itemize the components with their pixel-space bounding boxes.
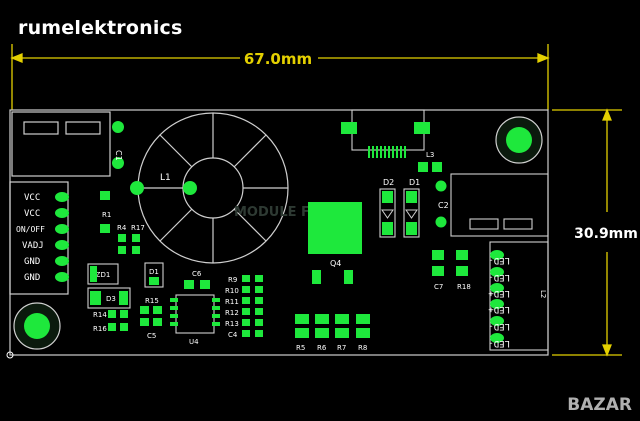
diode-d2 [379, 188, 396, 238]
label-c2: C2 [438, 201, 449, 210]
watermark-logo: BAZAR [567, 395, 632, 415]
mosfet-q4 [308, 202, 362, 284]
pad-d3 [90, 291, 101, 305]
right-pin-label: LED- [488, 321, 510, 331]
diode-d1-right [403, 188, 420, 238]
height-dimension [552, 108, 622, 357]
right-pin-label: LED- [488, 272, 510, 282]
l1-pad [183, 181, 197, 195]
right-pin-header [489, 241, 549, 351]
left-pin-label: VCC [24, 193, 40, 203]
d1-left-outline [144, 262, 164, 288]
label-r8: R8 [358, 344, 367, 352]
left-pin-header [9, 181, 69, 295]
label-r9: R9 [228, 276, 237, 284]
label-c1: C1 [114, 150, 123, 161]
label-r10: R10 [225, 287, 239, 295]
label-r17: R17 [131, 224, 145, 232]
label-r13: R13 [225, 320, 239, 328]
pad-r16 [120, 323, 128, 331]
pad-r17 [132, 234, 140, 242]
pad-c6 [184, 280, 194, 289]
pad-d3 [119, 291, 128, 305]
label-c6: C6 [192, 270, 202, 278]
origin-marker [6, 351, 14, 359]
pad-c5 [140, 318, 149, 326]
right-pin-label: LED+ [488, 304, 510, 314]
label-zd1: ZD1 [96, 271, 111, 279]
pad-zd1 [90, 266, 97, 282]
l1-pad [130, 181, 144, 195]
d3-outline [87, 287, 131, 309]
width-dimension-label: 67.0mm [244, 50, 312, 68]
left-pin-label: GND [24, 257, 40, 267]
pad-r14 [120, 310, 128, 318]
resistors-r5-r8 [295, 314, 370, 338]
label-d2: D2 [383, 178, 394, 187]
label-u4: U4 [189, 338, 199, 346]
pad-r16 [108, 323, 116, 331]
pad-r15 [140, 306, 149, 314]
top-connector [341, 109, 430, 158]
connector-c2 [435, 173, 549, 237]
resistor-array [242, 275, 263, 337]
pad-c6 [200, 280, 210, 289]
label-r14: R14 [93, 311, 107, 319]
pad-d1-left [149, 277, 159, 285]
label-r11: R11 [225, 298, 239, 306]
label-l1: L1 [160, 173, 171, 183]
left-pin-label: GND [24, 273, 40, 283]
zd1-outline [87, 263, 119, 285]
right-pin-label: LED- [488, 338, 510, 348]
height-dimension-label: 30.9mm [574, 226, 638, 242]
ic-u4 [170, 294, 220, 334]
label-r15: R15 [145, 297, 159, 305]
label-r5: R5 [296, 344, 305, 352]
connector-c1 [11, 111, 124, 177]
left-pin-label: ON/OFF [16, 225, 45, 234]
label-l2: L2 [539, 290, 547, 298]
label-r7: R7 [337, 344, 346, 352]
pad-r1 [100, 191, 110, 200]
mounting-hole-left [13, 302, 61, 350]
right-pin-label: LED+ [488, 288, 510, 298]
pad-r4 [118, 246, 126, 254]
brand-title: rumelektronics [18, 17, 183, 39]
pad-c5 [153, 318, 162, 326]
pad-l3 [432, 162, 442, 172]
right-pin-label: LED- [488, 255, 510, 265]
label-r12: R12 [225, 309, 239, 317]
pad-r17 [132, 246, 140, 254]
mounting-hole-right [495, 116, 543, 164]
pad-r18 [456, 250, 468, 260]
label-c5: C5 [147, 332, 156, 340]
pad-r14 [108, 310, 116, 318]
label-q4: Q4 [330, 259, 341, 268]
pad-c7 [432, 266, 444, 276]
label-c7: C7 [434, 283, 443, 291]
left-pin-label: VCC [24, 209, 40, 219]
label-d1-right: D1 [409, 178, 420, 187]
label-d3: D3 [106, 295, 116, 303]
pad-r1 [100, 224, 110, 233]
pad-r18 [456, 266, 468, 276]
pad-l3 [418, 162, 428, 172]
board-outline [9, 109, 549, 356]
width-dimension [10, 44, 550, 110]
label-r16: R16 [93, 325, 107, 333]
inductor-l1 [137, 112, 289, 264]
label-l3: L3 [426, 151, 434, 159]
pad-c7 [432, 250, 444, 260]
label-r6: R6 [317, 344, 327, 352]
pad-r4 [118, 234, 126, 242]
pad-r15 [153, 306, 162, 314]
label-c4: C4 [228, 331, 238, 339]
label-r4: R4 [117, 224, 127, 232]
label-r1: R1 [102, 211, 111, 219]
label-d1-left: D1 [149, 268, 159, 276]
left-pin-label: VADJ [22, 241, 44, 251]
label-r18: R18 [457, 283, 471, 291]
